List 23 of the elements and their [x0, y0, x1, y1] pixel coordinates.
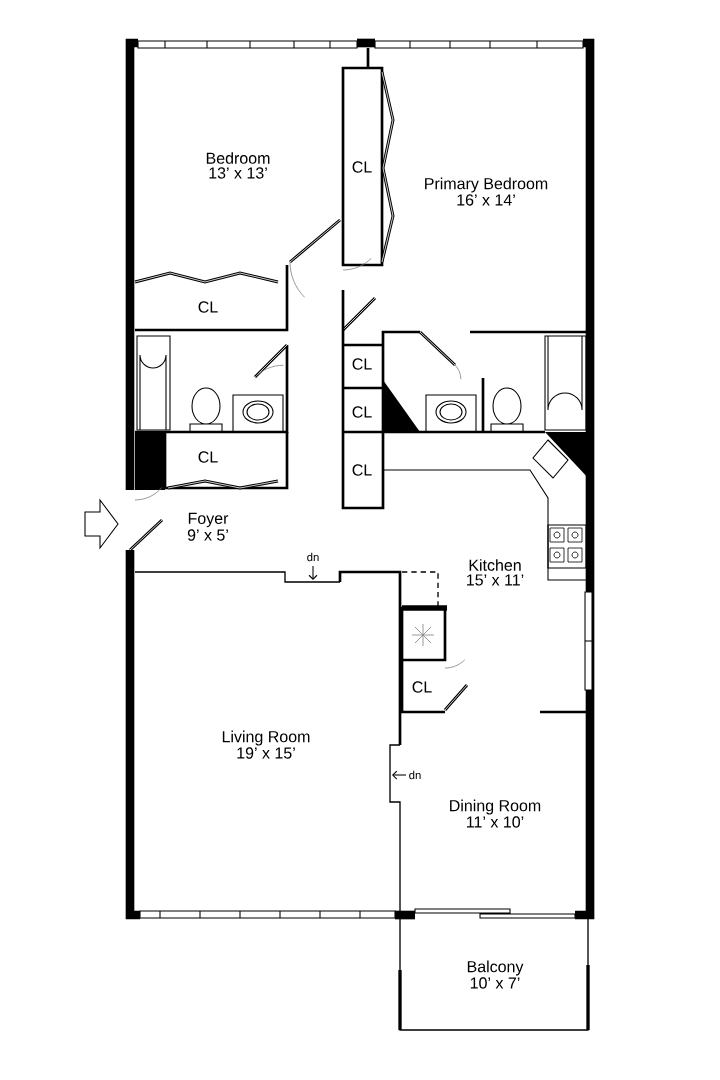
room-name: Primary Bedroom	[425, 177, 548, 193]
room-dimensions: 15’ x 11’	[467, 574, 524, 586]
closet-label: CL	[352, 161, 372, 173]
closet-label: CL	[352, 464, 372, 476]
room-dimensions: 10’ x 7’	[470, 977, 520, 989]
room-name: Bedroom	[206, 152, 270, 164]
room-dimensions: 19’ x 15’	[237, 747, 295, 759]
room-name: Foyer	[188, 512, 229, 528]
room-name: Kitchen	[469, 559, 521, 571]
room-name: Balcony	[467, 960, 524, 976]
room-name: Living Room	[222, 730, 310, 746]
room-dimensions: 9’ x 5’	[187, 529, 228, 541]
step-label: dn	[409, 770, 421, 780]
room-dimensions: 16’ x 14’	[457, 194, 515, 206]
closet-label: CL	[198, 301, 218, 313]
closet-label: CL	[352, 358, 372, 370]
closet-label: CL	[198, 451, 218, 463]
room-dimensions: 11’ x 10’	[467, 816, 524, 828]
closet-label: CL	[352, 406, 372, 418]
step-label: dn	[307, 552, 319, 562]
room-dimensions: 13’ x 13’	[209, 167, 267, 179]
room-name: Dining Room	[450, 799, 541, 815]
closet-label: CL	[412, 681, 432, 693]
